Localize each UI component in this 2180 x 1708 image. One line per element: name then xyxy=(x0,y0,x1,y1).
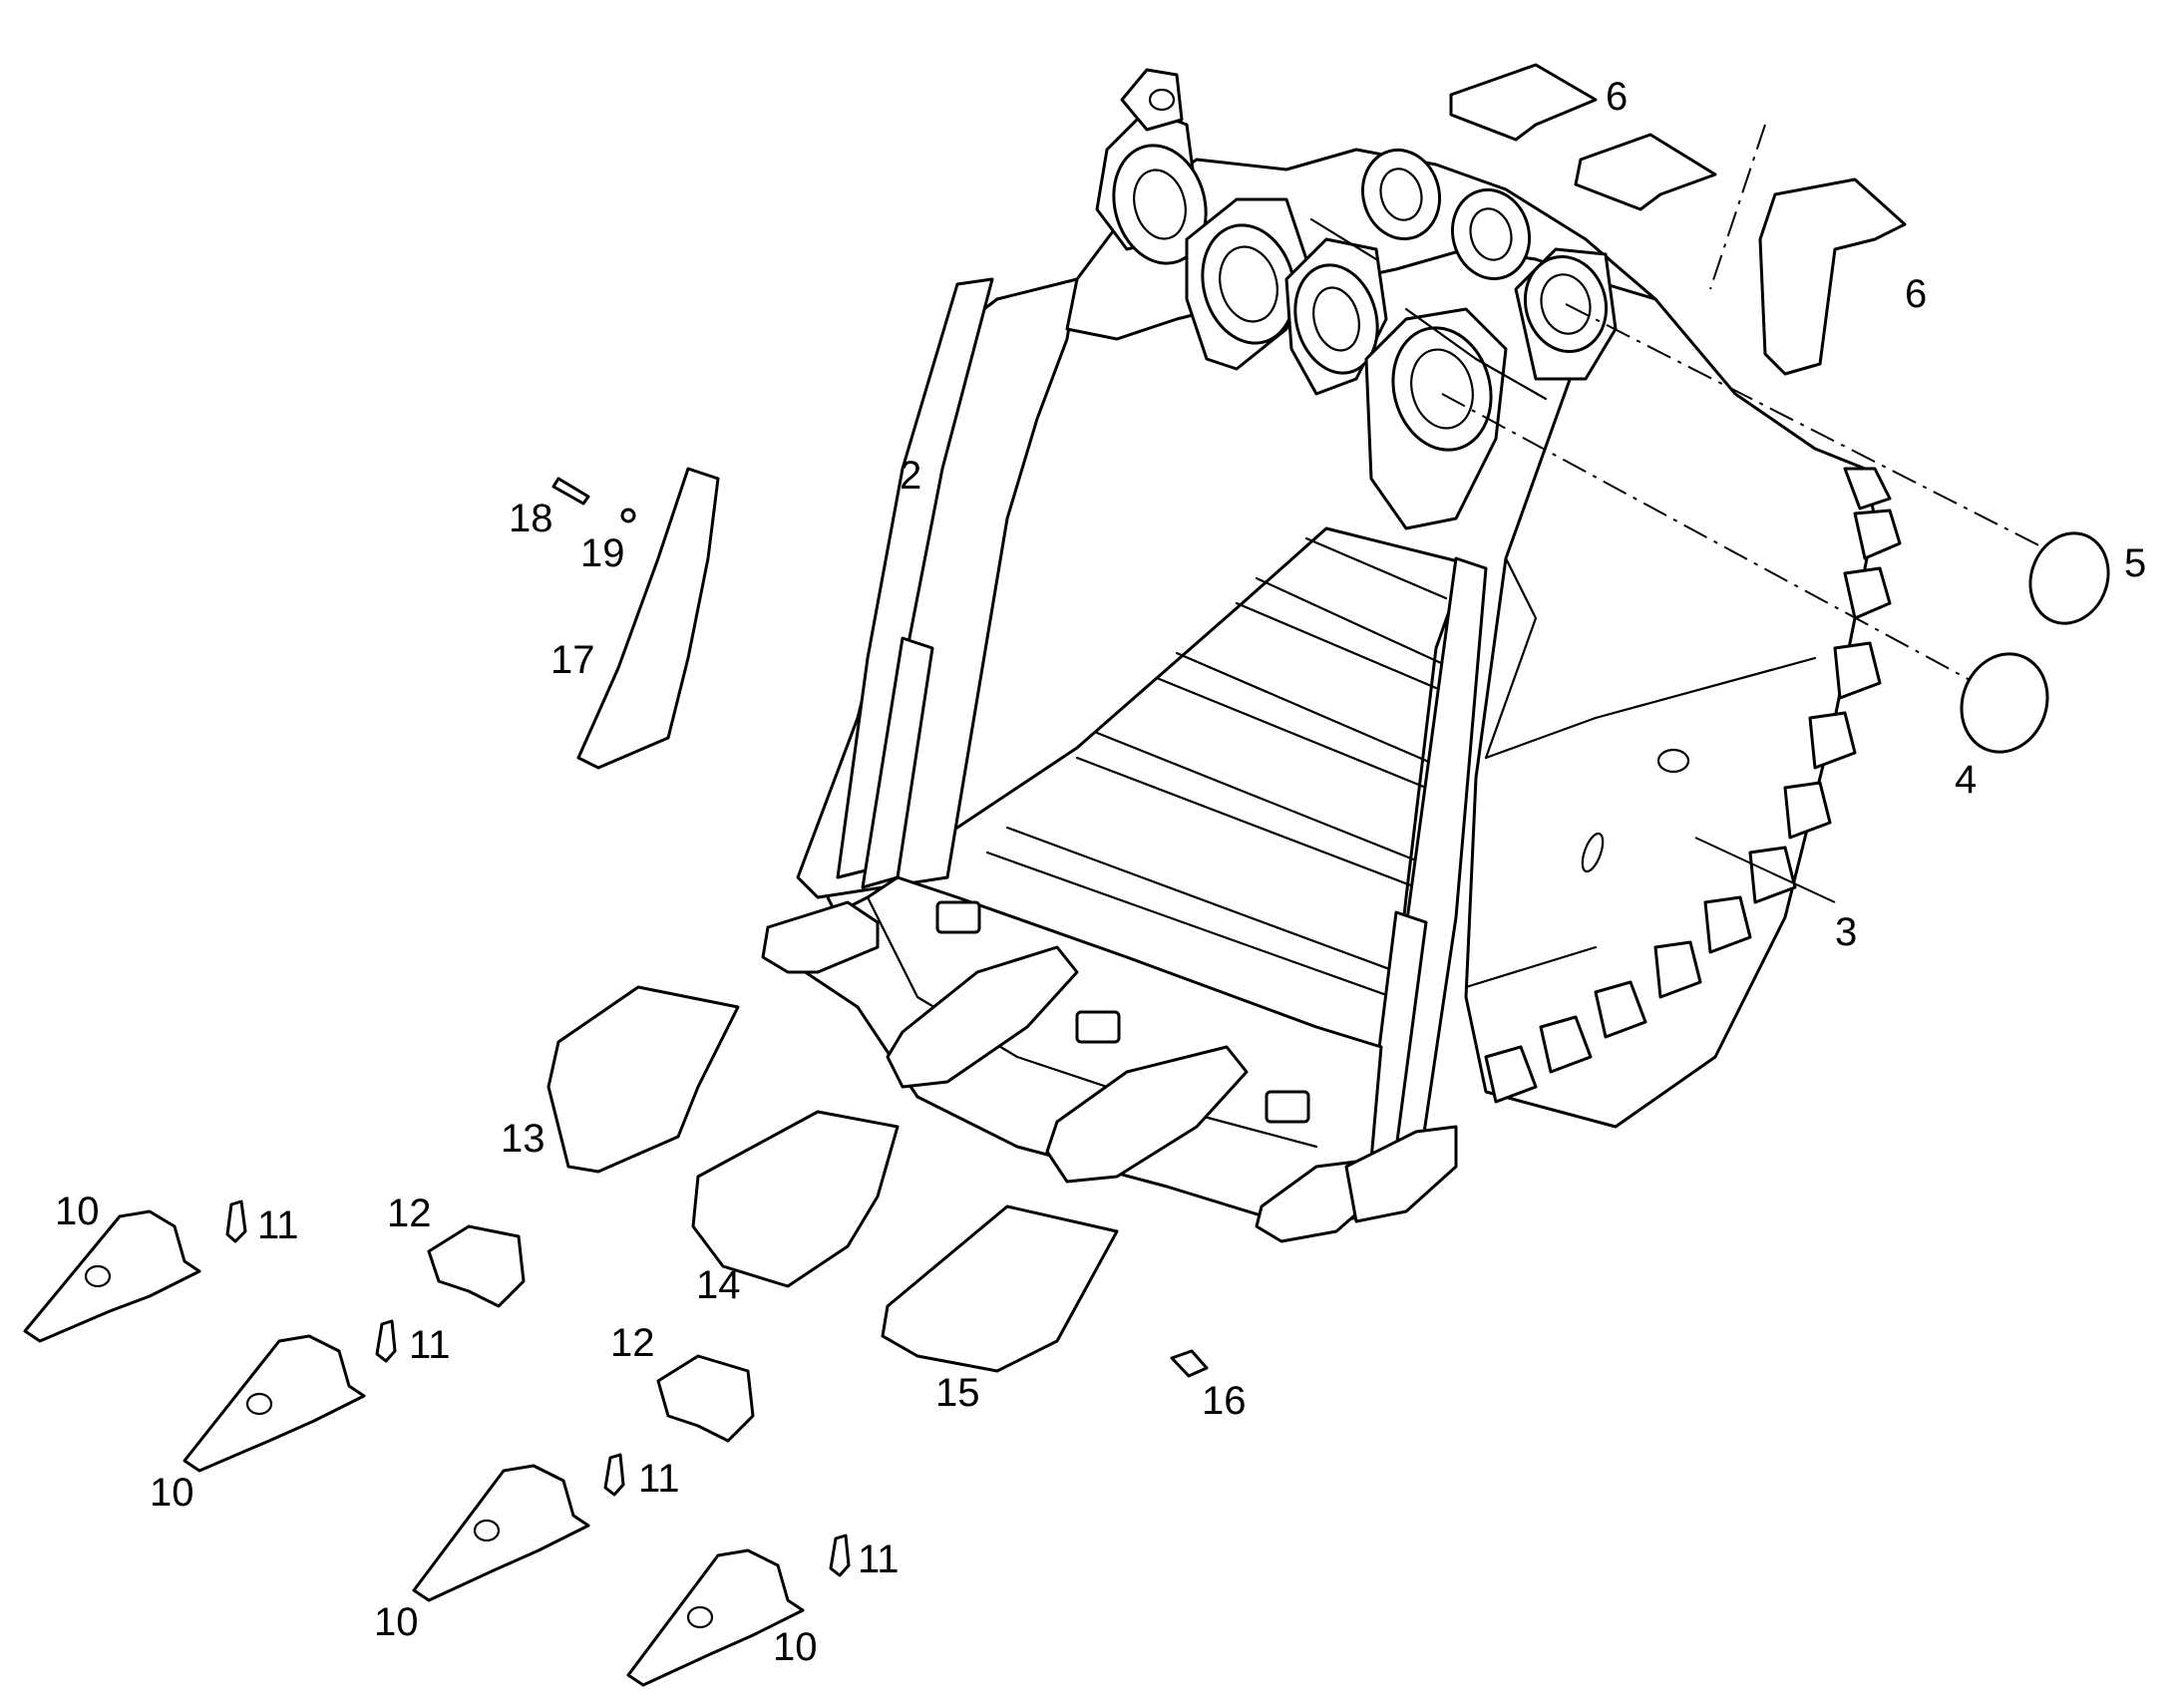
lip-adapter-left xyxy=(761,900,880,974)
label-18: 18 xyxy=(509,497,553,540)
wear-block-2 xyxy=(656,1354,755,1443)
label-12b: 12 xyxy=(610,1321,655,1365)
label-17: 17 xyxy=(550,638,595,682)
bolt xyxy=(551,477,590,506)
mount-top-tab xyxy=(1120,68,1184,132)
label-12a: 12 xyxy=(387,1192,432,1235)
label-10c: 10 xyxy=(374,1600,419,1644)
lip-side-adapter xyxy=(1344,1125,1458,1223)
tooth-4 xyxy=(626,1548,805,1687)
bucket-lip xyxy=(766,875,1383,1228)
pin-1 xyxy=(225,1199,247,1243)
label-10d: 10 xyxy=(773,1625,818,1669)
label-2: 2 xyxy=(900,454,921,498)
tooth-details xyxy=(84,1264,714,1629)
label-5: 5 xyxy=(2124,541,2146,585)
wear-plate-top-b xyxy=(1574,133,1717,211)
centerline-upper xyxy=(1565,303,2065,559)
wear-plate-t xyxy=(1758,177,1907,376)
tooth-1 xyxy=(23,1209,201,1343)
centerline-wear-plate xyxy=(1709,124,1766,290)
adapter-14 xyxy=(691,1110,900,1288)
label-15: 15 xyxy=(935,1371,980,1415)
label-11c: 11 xyxy=(638,1457,680,1501)
label-11b: 11 xyxy=(409,1323,451,1367)
label-16: 16 xyxy=(1202,1379,1247,1423)
callout-labels: 2 3 4 5 6 6 10 10 10 10 11 11 11 11 12 1… xyxy=(55,75,2146,1669)
label-11a: 11 xyxy=(257,1203,299,1247)
cover-plate-lower xyxy=(1960,652,2049,754)
cover-plate-upper xyxy=(2028,531,2110,625)
wear-block-1 xyxy=(427,1224,526,1308)
label-11d: 11 xyxy=(858,1537,900,1581)
label-10b: 10 xyxy=(150,1471,194,1515)
label-19: 19 xyxy=(580,531,625,575)
tooth-3 xyxy=(412,1464,590,1602)
centerline-lower xyxy=(1441,393,1986,689)
pin-4 xyxy=(829,1534,851,1577)
adapter-13 xyxy=(546,985,740,1174)
side-cutter xyxy=(576,467,720,770)
right-side-plate xyxy=(1464,277,1877,1129)
nut xyxy=(620,508,636,523)
tooth-2 xyxy=(182,1334,366,1473)
leader-3 xyxy=(1694,837,1836,903)
adapter-15 xyxy=(881,1204,1119,1373)
wear-plate-top-a xyxy=(1449,63,1598,142)
edge-wear-blocks xyxy=(1484,467,1902,1104)
label-6a: 6 xyxy=(1606,75,1628,119)
label-3: 3 xyxy=(1835,910,1857,954)
floor-wear-strips xyxy=(985,536,1448,1004)
bucket-body xyxy=(761,68,1902,1243)
pin-3 xyxy=(603,1453,625,1497)
label-6b: 6 xyxy=(1905,272,1927,316)
lock xyxy=(1170,1349,1209,1378)
label-10a: 10 xyxy=(55,1190,100,1233)
label-14: 14 xyxy=(696,1263,741,1307)
lip-adapter-center-right xyxy=(1045,1045,1249,1184)
label-4: 4 xyxy=(1955,758,1977,802)
label-13: 13 xyxy=(501,1117,545,1161)
pin-2 xyxy=(375,1319,397,1363)
lip-adapter-center-left xyxy=(886,945,1079,1089)
